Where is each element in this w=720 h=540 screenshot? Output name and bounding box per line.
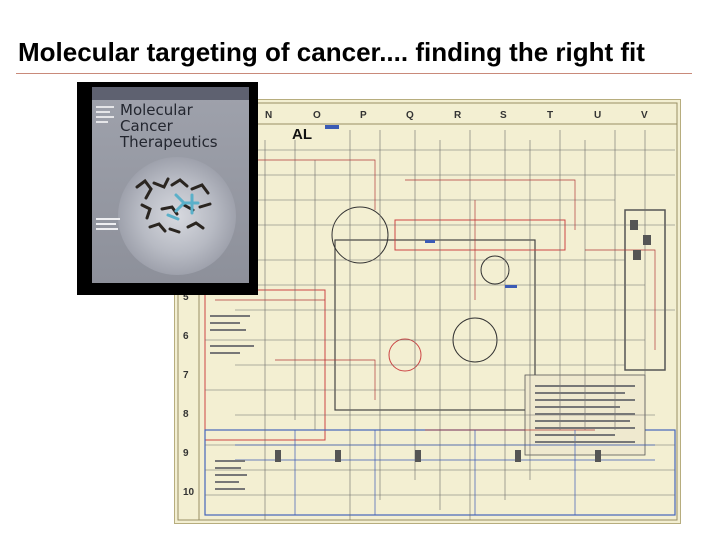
title-divider [16,73,692,74]
pathway-map-drawing [177,102,678,521]
cover-footer-info [96,215,122,233]
row-label-7: 7 [183,370,189,381]
row-label-9: 9 [183,448,189,459]
journal-title-line-1: Molecular [120,101,193,119]
journal-cover-image: Molecular Cancer Therapeutics [92,87,249,283]
column-label-s: S [500,110,507,121]
cover-molecule-art [118,157,236,275]
journal-title-line-2: Cancer [120,117,173,135]
column-label-o: O [313,110,321,121]
column-label-v: V [641,110,648,121]
cover-issue-info [96,103,118,129]
row-label-6: 6 [183,331,189,342]
row-label-5: 5 [183,292,189,303]
cover-top-band [92,87,249,100]
column-label-u: U [594,110,602,121]
journal-title: Molecular Cancer Therapeutics [120,102,245,150]
slide-title: Molecular targeting of cancer.... findin… [18,37,645,67]
cover-molecule-drawing [135,177,212,234]
column-label-n: N [265,110,273,121]
journal-title-line-3: Therapeutics [120,133,218,151]
row-label-8: 8 [183,409,189,420]
column-label-t: T [547,110,554,121]
column-label-p: P [360,110,367,121]
column-label-q: Q [406,110,414,121]
pathway-map-image: N O P Q R S T U V AL 5 6 7 8 9 10 [174,99,681,524]
row-label-10: 10 [183,487,195,498]
column-label-r: R [454,110,462,121]
map-header-fragment: AL [292,126,312,143]
